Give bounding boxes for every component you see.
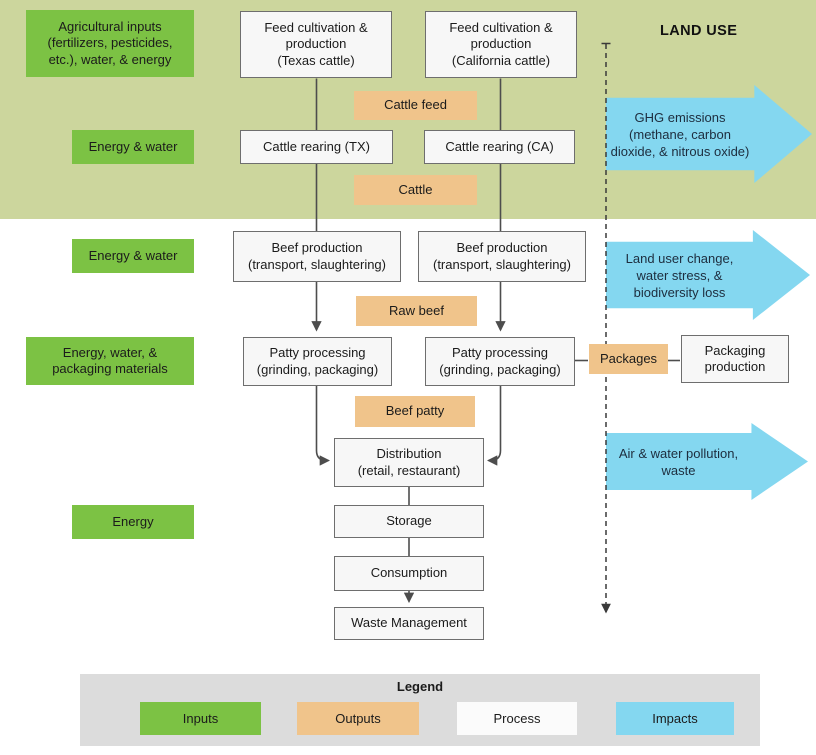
- legend-swatch-inputs: Inputs: [140, 702, 261, 735]
- process-cattle-rearing-tx: Cattle rearing (TX): [240, 130, 393, 164]
- legend-swatch-impacts: Impacts: [616, 702, 734, 735]
- process-feed-cultivation-tx: Feed cultivation & production (Texas cat…: [240, 11, 392, 78]
- process-feed-cultivation-ca: Feed cultivation & production (Californi…: [425, 11, 577, 78]
- process-packaging-production: Packaging production: [681, 335, 789, 383]
- process-cattle-rearing-ca: Cattle rearing (CA): [424, 130, 575, 164]
- input-energy: Energy: [72, 505, 194, 539]
- input-energy-water-rearing: Energy & water: [72, 130, 194, 164]
- legend-title: Legend: [396, 679, 444, 694]
- process-patty-processing-ca: Patty processing (grinding, packaging): [425, 337, 575, 386]
- output-beef-patty: Beef patty: [355, 396, 475, 427]
- input-energy-water-beef: Energy & water: [72, 239, 194, 273]
- legend-swatch-process: Process: [457, 702, 577, 735]
- process-storage: Storage: [334, 505, 484, 538]
- process-beef-production-tx: Beef production (transport, slaughtering…: [233, 231, 401, 282]
- process-distribution: Distribution (retail, restaurant): [334, 438, 484, 487]
- input-energy-water-packaging: Energy, water, & packaging materials: [26, 337, 194, 385]
- output-raw-beef: Raw beef: [356, 296, 477, 326]
- legend-swatch-outputs: Outputs: [297, 702, 419, 735]
- land-use-title: LAND USE: [660, 23, 738, 39]
- arrow-patty-ca-to-distribution: [486, 386, 502, 466]
- process-waste-management: Waste Management: [334, 607, 484, 640]
- legend: Legend Inputs Outputs Process Impacts: [80, 674, 760, 746]
- process-beef-production-ca: Beef production (transport, slaughtering…: [418, 231, 586, 282]
- process-consumption: Consumption: [334, 556, 484, 591]
- process-patty-processing-tx: Patty processing (grinding, packaging): [243, 337, 392, 386]
- arrow-patty-tx-to-distribution: [315, 386, 331, 466]
- output-cattle: Cattle: [354, 175, 477, 205]
- output-packages: Packages: [589, 344, 668, 374]
- output-cattle-feed: Cattle feed: [354, 91, 477, 120]
- input-agricultural: Agricultural inputs (fertilizers, pestic…: [26, 10, 194, 77]
